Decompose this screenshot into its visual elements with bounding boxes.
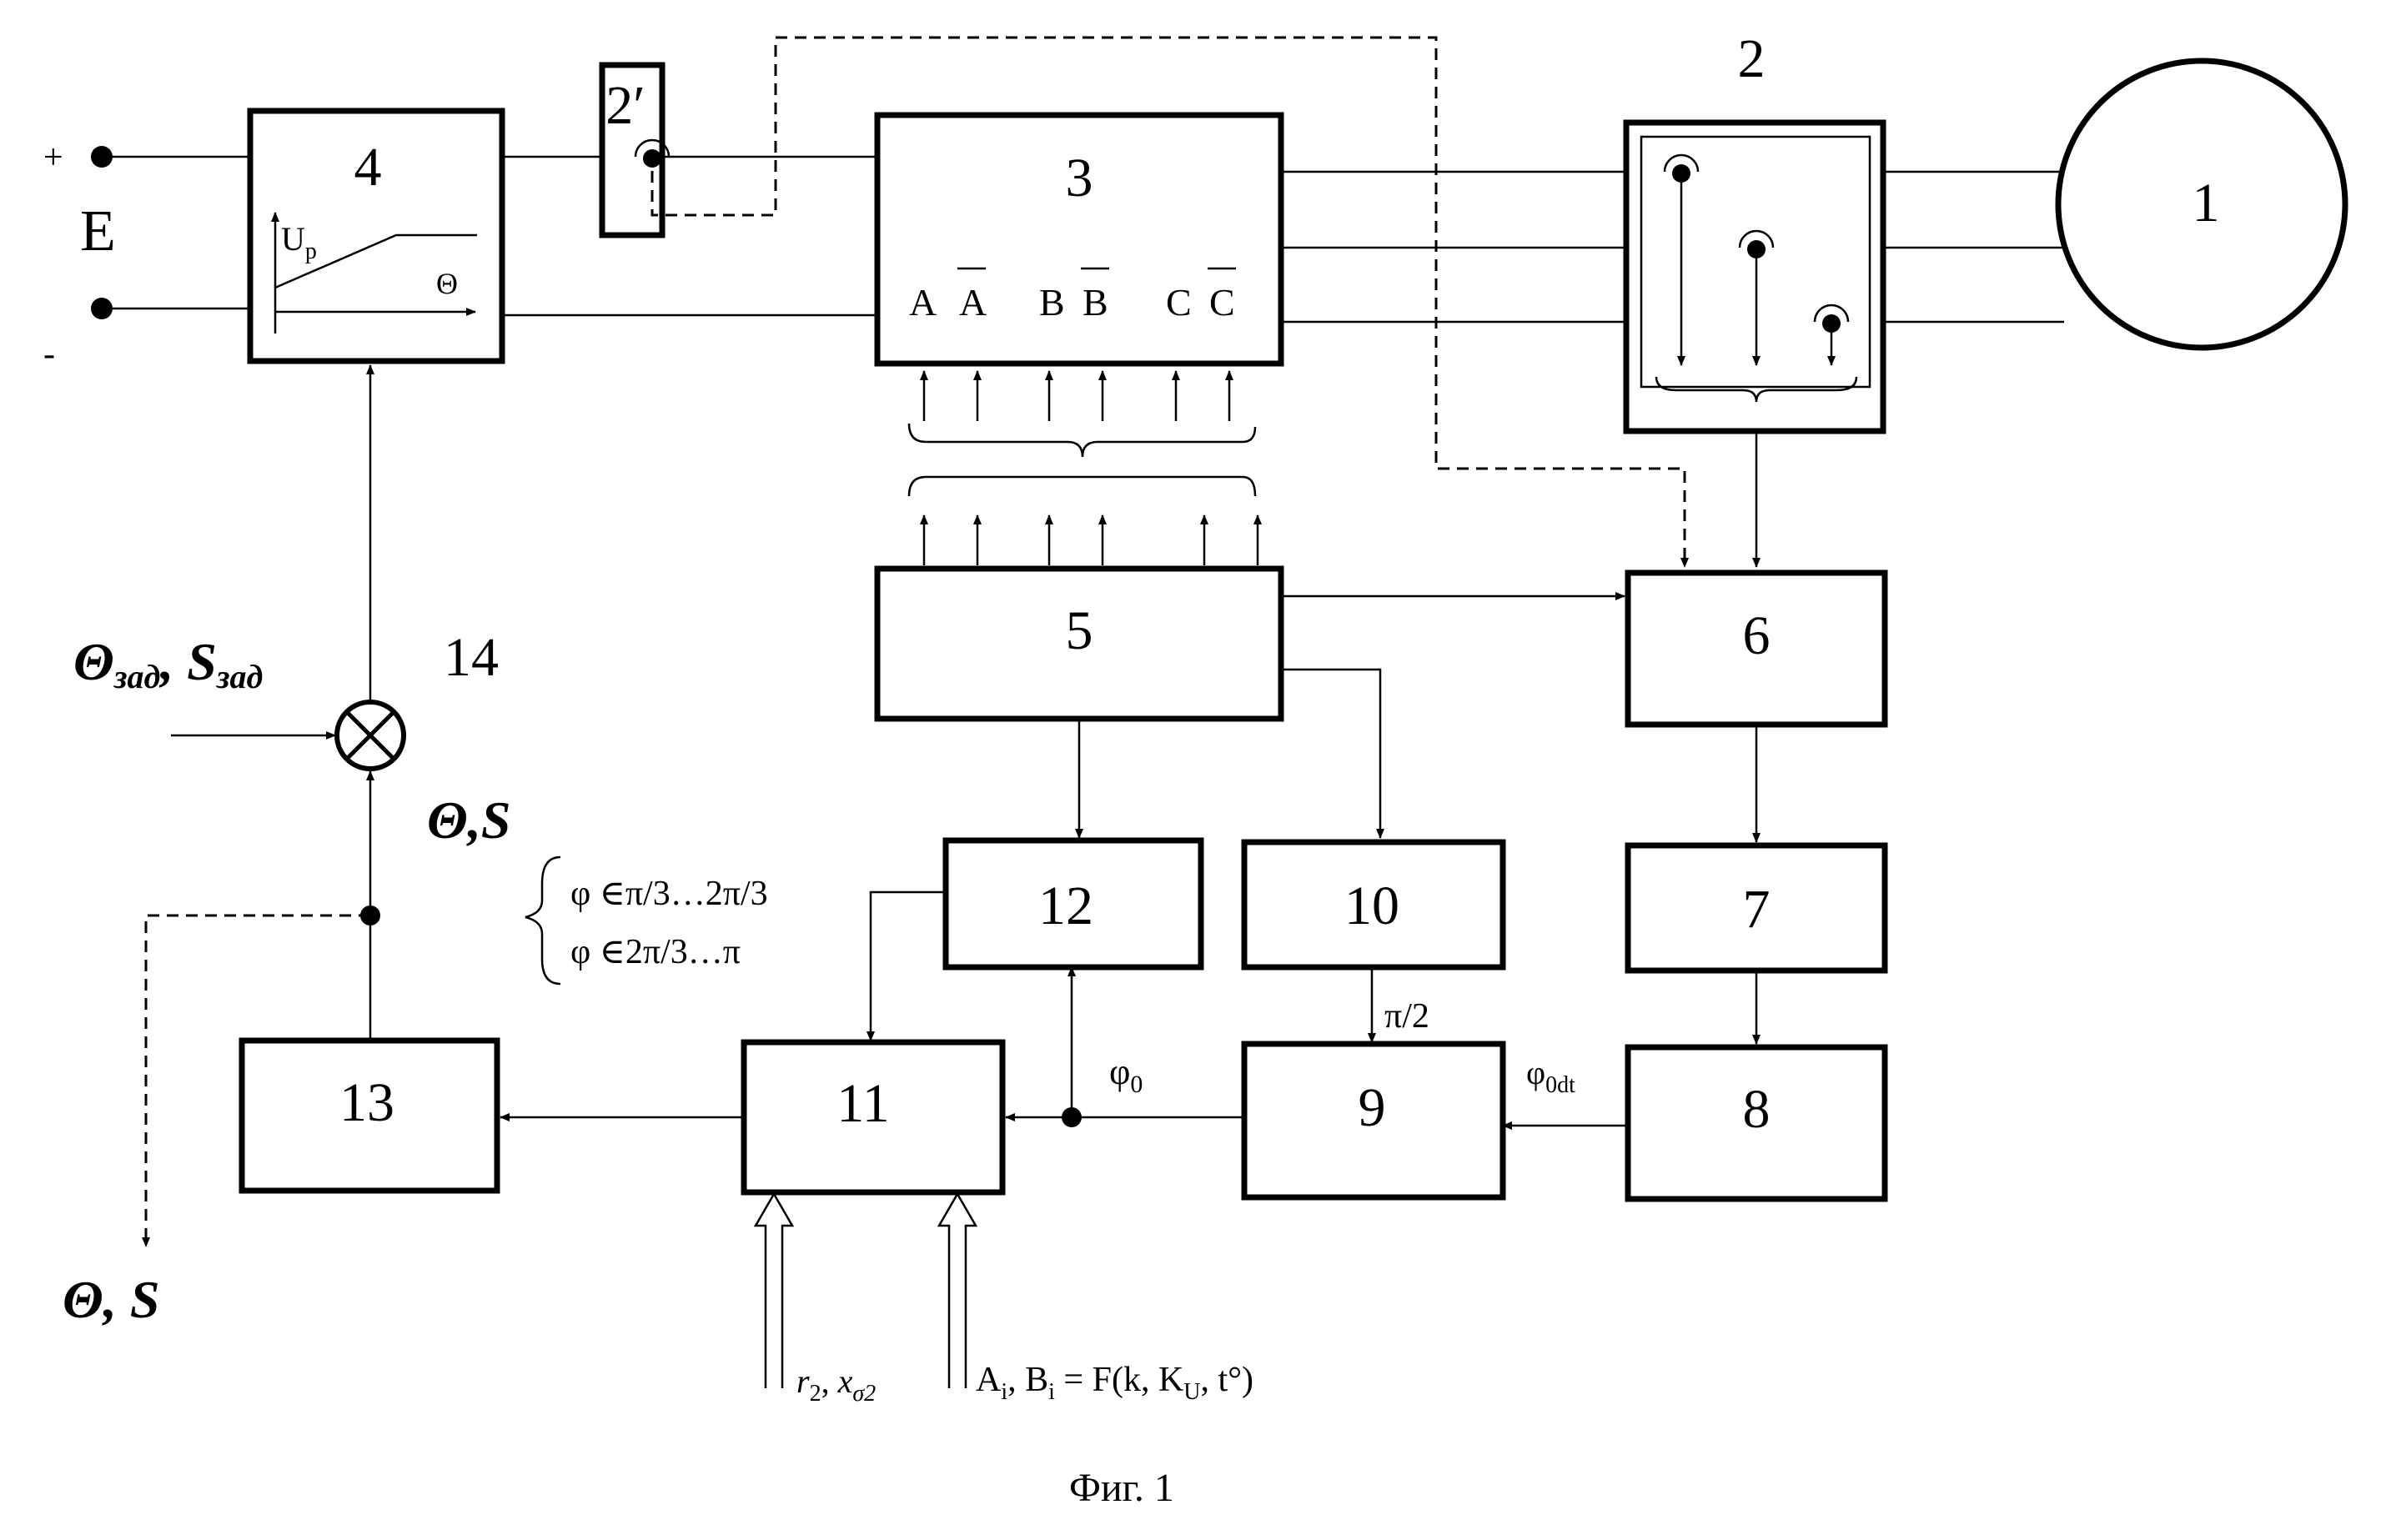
setpoint-label: Θзад, Sзад bbox=[73, 632, 263, 695]
phase-c: C bbox=[1166, 281, 1192, 324]
block-8: 8 bbox=[1628, 1047, 1885, 1199]
current-sensor-2prime: 2′ bbox=[602, 65, 669, 235]
block-6-number: 6 bbox=[1743, 605, 1771, 666]
block-12-number: 12 bbox=[1038, 875, 1093, 936]
block-4-theta-axis: Θ bbox=[436, 267, 458, 300]
params-r2-x-sigma2: r2, xσ2 bbox=[796, 1362, 876, 1407]
parameter-input-arrows bbox=[756, 1194, 976, 1388]
block-9-number: 9 bbox=[1359, 1077, 1386, 1138]
sensor-2prime-label: 2′ bbox=[605, 75, 645, 136]
minus-sign: - bbox=[43, 335, 55, 374]
block-10-number: 10 bbox=[1344, 875, 1399, 936]
block-13: 13 bbox=[242, 1041, 497, 1191]
block-9: 9 bbox=[1244, 1044, 1503, 1197]
block-4-number: 4 bbox=[354, 137, 382, 198]
block-5-number: 5 bbox=[1066, 600, 1093, 661]
output-theta-s: Θ, S bbox=[63, 1270, 159, 1329]
block-7-number: 7 bbox=[1743, 879, 1771, 940]
phase-b-bar: B bbox=[1083, 281, 1108, 324]
block-3-number: 3 bbox=[1066, 148, 1093, 208]
range-condition-2: φ ∈2π/3…π bbox=[570, 933, 741, 971]
block-5: 5 bbox=[877, 569, 1281, 719]
block-12: 12 bbox=[946, 840, 1201, 967]
block-3: 3 A A B B C C bbox=[877, 115, 1281, 364]
feedback-theta-s: Θ,S bbox=[427, 790, 510, 850]
phase-b: B bbox=[1039, 281, 1065, 324]
block-8-number: 8 bbox=[1743, 1079, 1771, 1140]
phase-a-bar: A bbox=[959, 281, 987, 324]
phase-c-bar: C bbox=[1209, 281, 1235, 324]
block-10: 10 bbox=[1244, 842, 1503, 967]
phase-a: A bbox=[909, 281, 937, 324]
range-condition-1: φ ∈π/3…2π/3 bbox=[570, 875, 768, 913]
comparator-14: 14 bbox=[337, 627, 499, 769]
figure-caption: Фиг. 1 bbox=[1069, 1466, 1174, 1510]
block-11-number: 11 bbox=[836, 1073, 890, 1134]
block-7: 7 bbox=[1628, 845, 1885, 971]
motor-1-number: 1 bbox=[2193, 173, 2220, 233]
plus-sign: + bbox=[43, 138, 63, 177]
block-4: 4 Up Θ bbox=[250, 111, 502, 361]
block-11: 11 bbox=[744, 1042, 1002, 1192]
current-sensor-2: 2 bbox=[1626, 28, 1883, 431]
phi0-label: φ0 bbox=[1109, 1051, 1143, 1098]
motor-1: 1 bbox=[2058, 61, 2345, 348]
coefficient-function: Ai, Bi = F(k, KU, t°) bbox=[976, 1361, 1253, 1405]
pi-half-label: π/2 bbox=[1384, 997, 1429, 1036]
sensor-2-label: 2 bbox=[1738, 28, 1766, 89]
comparator-14-number: 14 bbox=[444, 627, 499, 688]
phase-range-conditions: φ ∈π/3…2π/3 φ ∈2π/3…π bbox=[525, 857, 768, 984]
block-6: 6 bbox=[1628, 573, 1885, 725]
source-label-e: E bbox=[80, 199, 116, 263]
phi0dt-label: φ0dt bbox=[1526, 1054, 1575, 1098]
control-signal-bus bbox=[909, 371, 1258, 565]
block-13-number: 13 bbox=[339, 1072, 394, 1133]
power-source: + - E bbox=[43, 138, 250, 374]
